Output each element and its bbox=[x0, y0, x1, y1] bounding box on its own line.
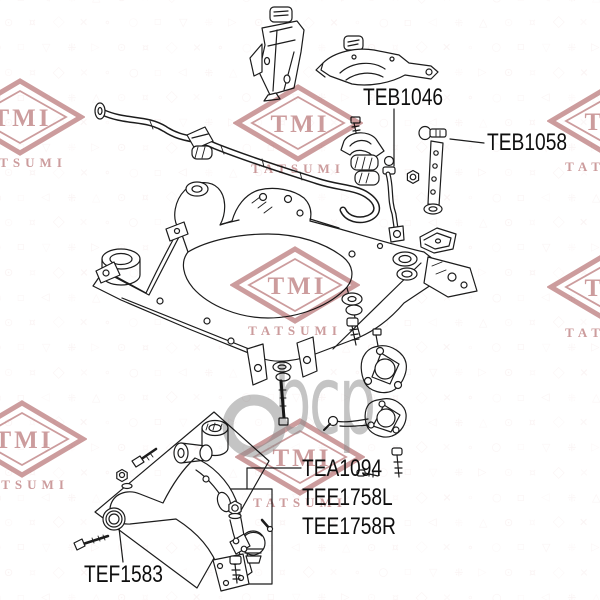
stabilizer-link-drawing bbox=[418, 125, 447, 215]
part-label-tee1758r: TEE1758R bbox=[302, 513, 396, 540]
stabilizer-bar-drawing bbox=[94, 102, 381, 224]
triangle-bracket-upper-drawing bbox=[360, 328, 407, 394]
stabilizer-bushing-kit-drawing bbox=[340, 116, 420, 243]
part-label-tef1583: TEF1583 bbox=[84, 561, 163, 588]
skid-bracket-drawing bbox=[419, 227, 457, 254]
part-label-tee1758l: TEE1758L bbox=[302, 484, 393, 511]
ball-joint-kit-drawing bbox=[228, 500, 274, 584]
part-label-teb1046: TEB1046 bbox=[363, 84, 444, 111]
loose-bolts-drawing bbox=[73, 447, 158, 551]
part-label-teb1058: TEB1058 bbox=[487, 129, 568, 156]
part-label-tea1094: TEA1094 bbox=[302, 455, 383, 482]
